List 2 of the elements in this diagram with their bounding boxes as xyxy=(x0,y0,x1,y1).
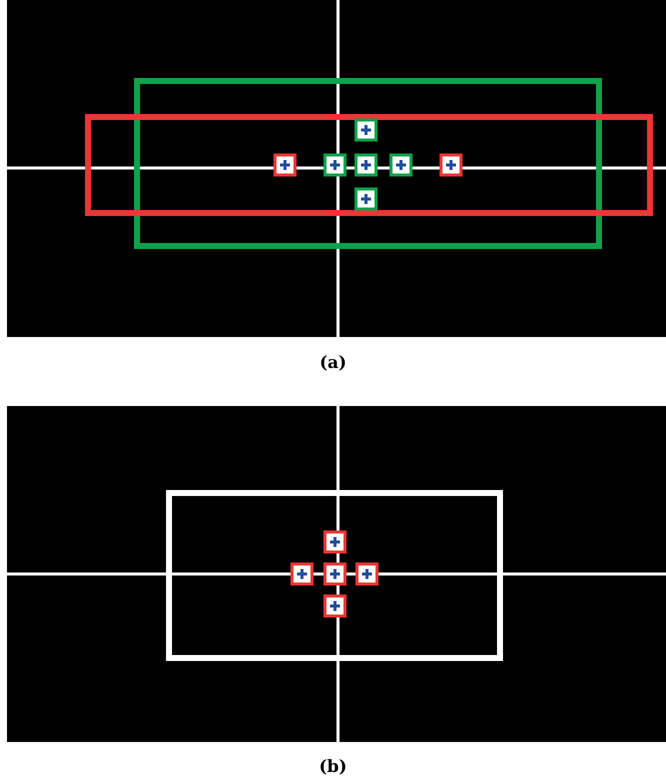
panel-caption: (b) xyxy=(318,757,348,777)
panel-caption: (a) xyxy=(318,353,348,373)
